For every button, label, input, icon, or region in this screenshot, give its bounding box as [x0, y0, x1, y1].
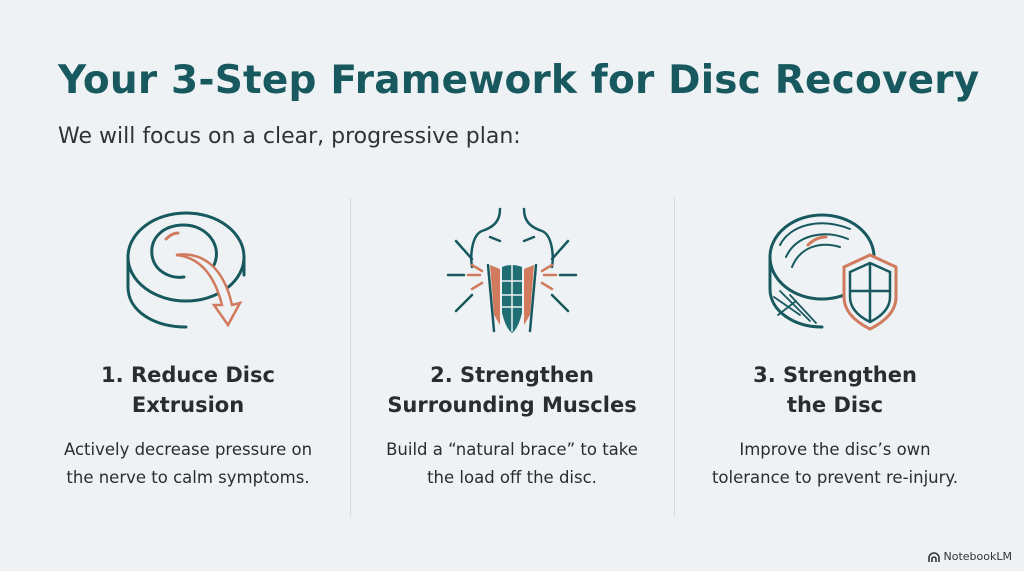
notebooklm-logo-icon — [927, 551, 940, 562]
step-description: the nerve to calm symptoms. — [66, 468, 310, 487]
disc-arrow-icon — [33, 200, 343, 340]
step-3: 3. Strengthen the Disc Improve the disc’… — [680, 200, 990, 492]
torso-muscles-icon — [357, 200, 667, 340]
step-heading: 2. Strengthen — [430, 363, 594, 387]
step-description: tolerance to prevent re-injury. — [711, 468, 959, 487]
step-description: Actively decrease pressure on — [63, 440, 313, 459]
step-2: 2. Strengthen Surrounding Muscles Build … — [357, 200, 667, 492]
step-description: Improve the disc’s own — [739, 440, 931, 459]
column-divider — [674, 198, 675, 516]
brand-label: NotebookLM — [943, 550, 1012, 563]
step-1: 1. Reduce Disc Extrusion Actively decrea… — [33, 200, 343, 492]
slide-title: Your 3-Step Framework for Disc Recovery — [58, 58, 980, 103]
slide-subtitle: We will focus on a clear, progressive pl… — [58, 124, 521, 149]
step-description: the load off the disc. — [427, 468, 597, 487]
step-description: Build a “natural brace” to take — [386, 440, 638, 459]
step-heading: 3. Strengthen — [753, 363, 917, 387]
disc-shield-icon — [680, 200, 990, 340]
brand-watermark: NotebookLM — [927, 550, 1012, 563]
step-heading: the Disc — [786, 393, 884, 417]
step-heading: Surrounding Muscles — [387, 393, 637, 417]
step-heading: Extrusion — [131, 393, 245, 417]
step-heading: 1. Reduce Disc — [101, 363, 275, 387]
column-divider — [350, 198, 351, 516]
